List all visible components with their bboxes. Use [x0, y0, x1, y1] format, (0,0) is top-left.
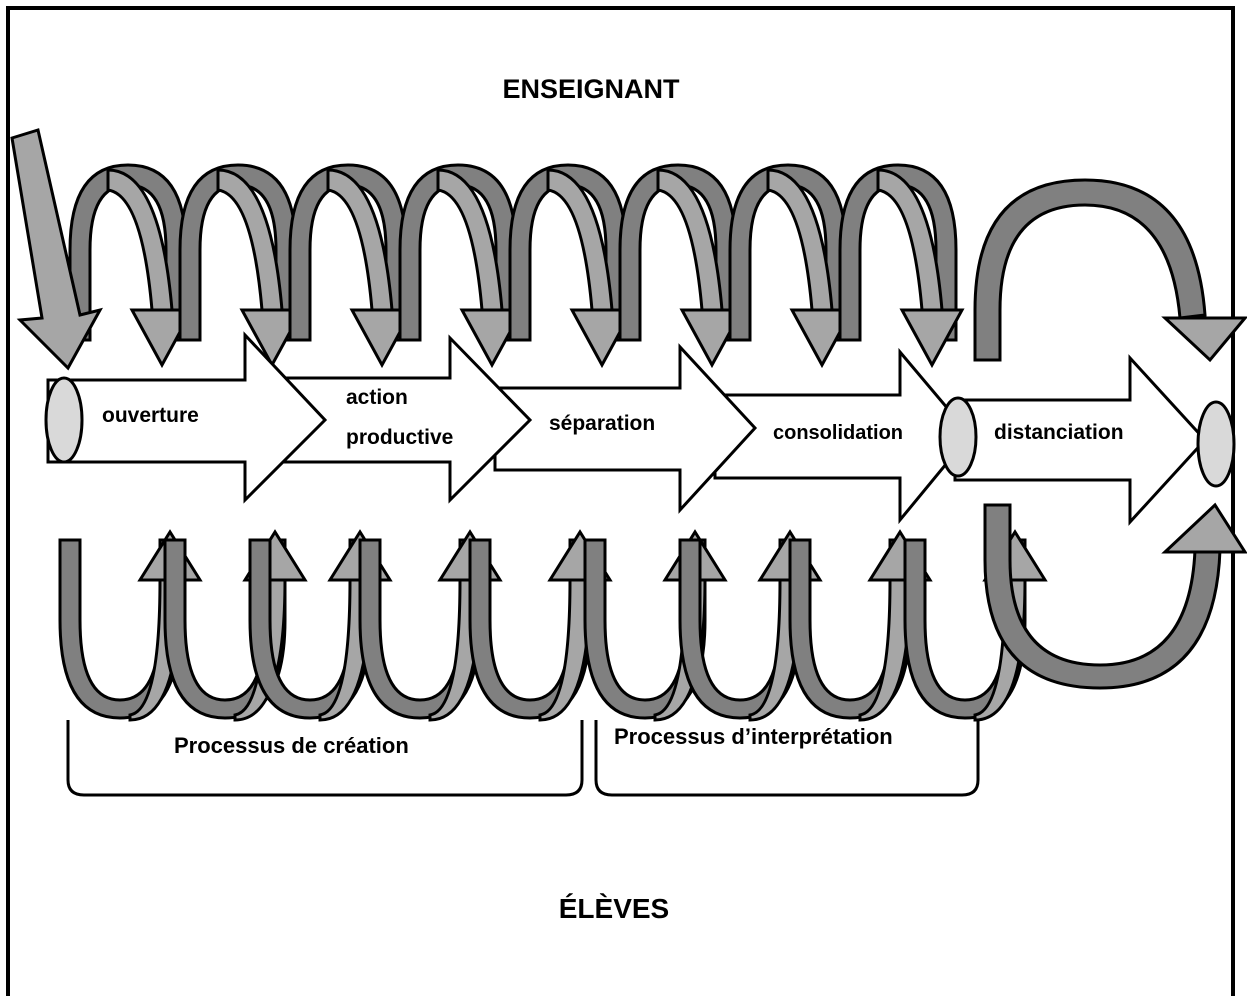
- stage-label-separation: séparation: [549, 404, 655, 444]
- process-label-creation: Processus de création: [174, 733, 409, 759]
- coil-arrowhead-right-top: [1165, 318, 1245, 360]
- stage-label-consolidation: consolidation: [773, 413, 903, 453]
- coil-loop-right-top: [975, 180, 1205, 360]
- students-title: ÉLÈVES: [0, 893, 1228, 925]
- teacher-title: ENSEIGNANT: [0, 74, 1182, 105]
- stage-label-distanciation: distanciation: [994, 413, 1124, 453]
- student-spiral: [60, 505, 1245, 720]
- end-node: [1198, 402, 1234, 486]
- start-node: [46, 378, 82, 462]
- teacher-spiral: [12, 130, 1245, 368]
- coil-arrowhead-right-bottom: [1165, 505, 1245, 552]
- stage-label-action-productive: action productive: [346, 378, 496, 458]
- mid-node: [940, 398, 976, 476]
- stage-label-ouverture: ouverture: [102, 396, 199, 436]
- process-label-interpretation: Processus d’interprétation: [614, 724, 893, 750]
